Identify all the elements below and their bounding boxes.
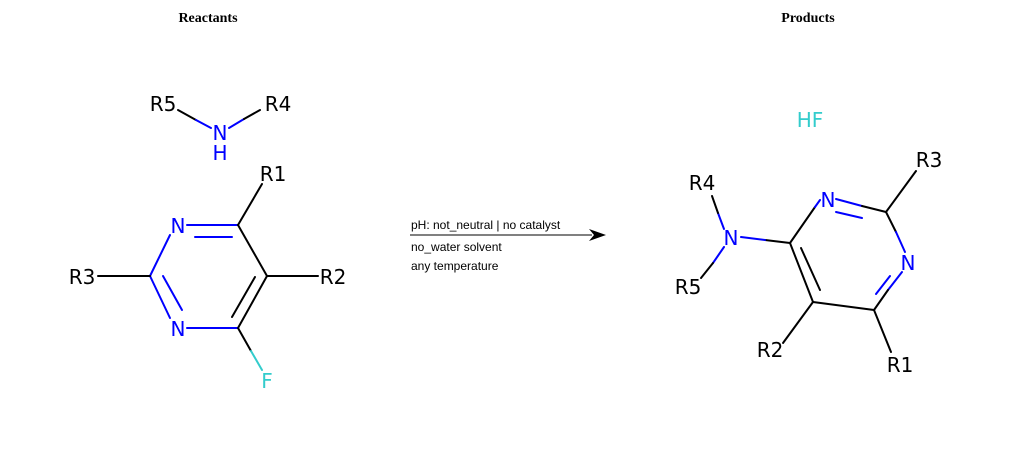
amine-nitrogen-label: N (213, 121, 228, 145)
ring-nitrogen-bottom: N (171, 317, 186, 341)
amine-r5-label: R5 (150, 92, 177, 116)
aminopyrimidine-product: N N N R1 R2 R3 R4 R5 (675, 148, 943, 377)
product-r5-label: R5 (675, 275, 702, 299)
product-r3-label: R3 (916, 148, 943, 172)
condition-ph-catalyst: pH: not_neutral | no catalyst (411, 218, 561, 232)
fluoropyrimidine-reactant: N N R1 R2 R3 F (69, 162, 347, 393)
reactant-r1-label: R1 (260, 162, 287, 186)
amine-r4-label: R4 (265, 92, 292, 116)
reaction-arrow (410, 229, 606, 241)
ring-nitrogen-top: N (171, 214, 186, 238)
product-ring-nitrogen-right: N (901, 251, 916, 275)
product-r1-label: R1 (887, 353, 914, 377)
fluorine-label: F (261, 369, 273, 393)
condition-solvent: no_water solvent (411, 240, 502, 254)
reactant-r2-label: R2 (320, 265, 347, 289)
hf-byproduct-label: HF (797, 108, 824, 132)
product-r2-label: R2 (757, 338, 784, 362)
condition-temperature: any temperature (411, 259, 499, 273)
product-ring-nitrogen-top: N (821, 188, 836, 212)
amine-hydrogen-label: H (212, 141, 227, 165)
product-r4-label: R4 (689, 171, 716, 195)
product-amine-nitrogen: N (724, 226, 739, 250)
reactants-header: Reactants (178, 11, 238, 26)
reactant-r3-label: R3 (69, 265, 96, 289)
amine-reactant: R5 R4 N H (150, 92, 292, 165)
products-header: Products (781, 11, 835, 26)
